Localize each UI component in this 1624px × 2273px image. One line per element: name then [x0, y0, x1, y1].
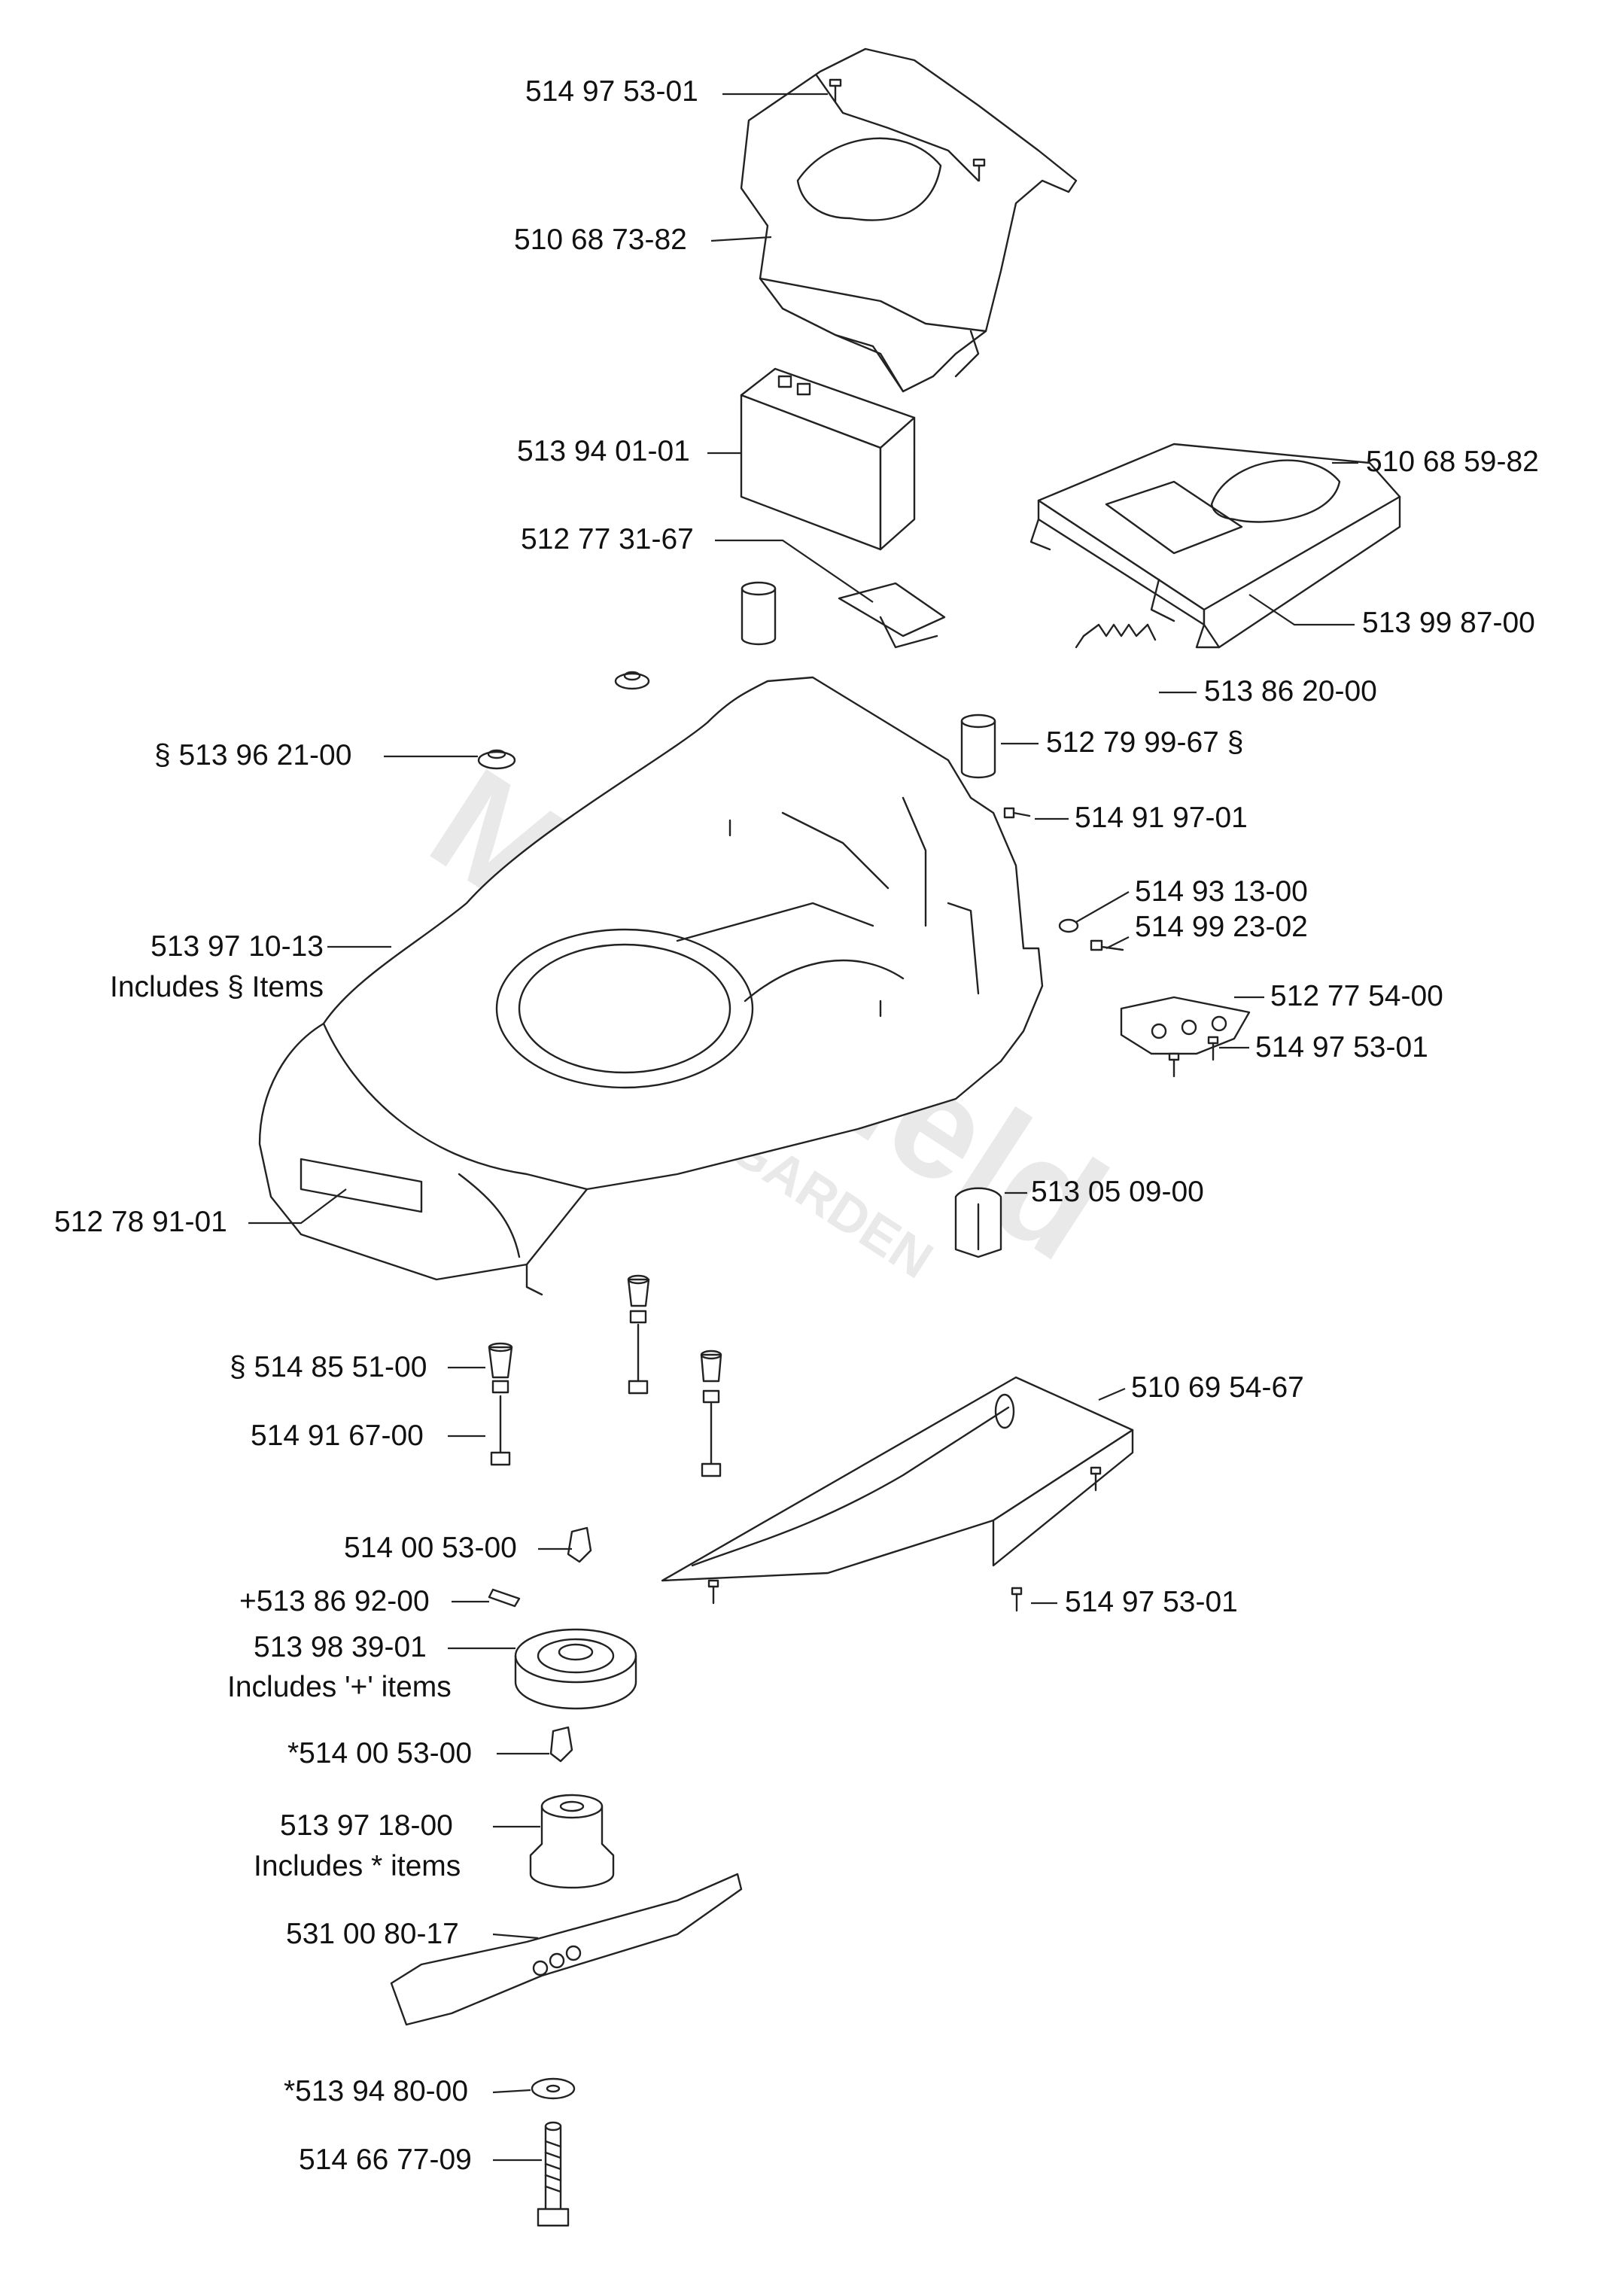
bolt-1 [490, 1380, 511, 1466]
part-label: 510 68 59-82 [1366, 446, 1539, 478]
part-label-note: Includes § Items [110, 971, 324, 1003]
discharge-chute-part [661, 1376, 1134, 1582]
part-label: 514 66 77-09 [299, 2144, 472, 2176]
bolt-part-right [1090, 939, 1124, 951]
blade-washer-part [531, 2077, 576, 2100]
blade-part [390, 1873, 743, 2026]
part-label: 514 97 53-01 [1065, 1586, 1238, 1618]
part-label: 512 77 31-67 [521, 523, 694, 555]
key-part-1 [567, 1526, 592, 1563]
bushing-1 [488, 1342, 513, 1379]
mulch-plate-part [1120, 996, 1251, 1055]
part-label: 513 99 87-00 [1362, 607, 1535, 639]
bag-lid-part [1029, 443, 1401, 649]
bolt-3 [701, 1389, 722, 1477]
part-label: 514 91 97-01 [1075, 802, 1248, 834]
mulch-screw-1 [1207, 1036, 1219, 1061]
key-part-2 [549, 1726, 573, 1763]
battery-part [740, 367, 916, 551]
washer-part [1058, 918, 1079, 933]
part-label: +513 86 92-00 [239, 1585, 430, 1617]
part-label: 513 05 09-00 [1031, 1176, 1204, 1208]
rear-cover-part [740, 47, 1078, 393]
part-label: 510 69 54-67 [1131, 1371, 1304, 1404]
blade-bolt-part [537, 2121, 570, 2227]
part-label: 512 78 91-01 [54, 1206, 227, 1238]
sticker-part [838, 582, 946, 649]
part-label: 513 94 01-01 [517, 435, 690, 467]
part-label-note: Includes * items [254, 1850, 461, 1882]
part-label: 513 97 18-00 [280, 1809, 453, 1842]
part-label: 514 93 13-00 [1135, 875, 1308, 908]
part-label: 512 77 54-00 [1270, 980, 1443, 1012]
part-label: 514 97 53-01 [1255, 1031, 1428, 1063]
part-label-note: Includes '+' items [227, 1671, 452, 1703]
cover-screw-1 [829, 78, 842, 103]
part-label: 510 68 73-82 [514, 224, 687, 256]
cover-screw-2 [972, 158, 986, 182]
bolt-2 [628, 1310, 649, 1395]
pin-part [488, 1588, 521, 1608]
part-label: § 514 85 51-00 [230, 1351, 427, 1383]
bumper-1 [614, 671, 650, 690]
part-label: 514 00 53-00 [344, 1532, 517, 1564]
part-label: 513 97 10-13 [151, 930, 324, 963]
part-label: § 513 96 21-00 [154, 739, 352, 771]
spacer-1 [741, 581, 777, 646]
part-label: 512 79 99-67 § [1046, 726, 1244, 759]
blade-adapter-part [529, 1794, 615, 1889]
part-label: 514 91 67-00 [251, 1419, 424, 1452]
pulley-part [514, 1628, 637, 1710]
chute-screw-1 [707, 1579, 719, 1605]
leader-lines [248, 93, 1358, 2162]
mower-deck-part [258, 676, 1044, 1296]
screw-part-1 [1003, 807, 1031, 819]
part-label: 514 97 53-01 [525, 75, 698, 108]
part-label: *514 00 53-00 [287, 1737, 473, 1769]
part-label: 531 00 80-17 [286, 1918, 459, 1950]
chute-screw-3 [1090, 1466, 1102, 1492]
bumper-2 [477, 749, 516, 770]
bushing-2 [627, 1274, 650, 1307]
bracket-part [954, 1187, 1002, 1258]
part-label: 513 98 39-01 [254, 1631, 427, 1663]
part-label: 514 99 23-02 [1135, 911, 1308, 943]
mulch-screw-2 [1168, 1052, 1180, 1078]
bushing-3 [700, 1349, 722, 1383]
spring-part [1075, 623, 1157, 649]
part-label: *513 94 80-00 [284, 2075, 469, 2107]
chute-screw-2 [1011, 1587, 1023, 1612]
spacer-2 [960, 714, 996, 779]
part-label: 513 86 20-00 [1204, 675, 1377, 707]
